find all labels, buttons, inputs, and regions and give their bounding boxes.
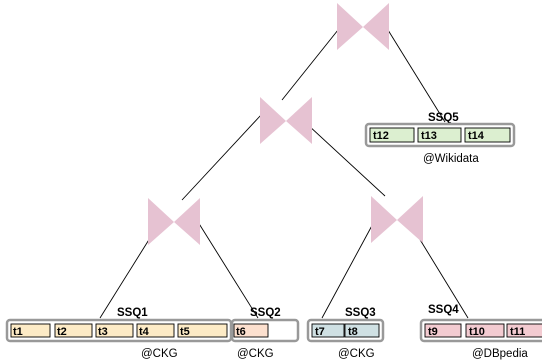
- bowtie-join-icon: [260, 97, 312, 144]
- tree-edges: [99, 29, 469, 319]
- triple-box: [465, 323, 505, 338]
- ssq2-label: SSQ2: [250, 307, 281, 319]
- edge-root-join2: [281, 29, 339, 101]
- triple-box: [417, 127, 462, 143]
- triple-label: t12: [373, 130, 389, 142]
- triple-box: [464, 127, 511, 143]
- edge-join2-join3: [181, 114, 262, 201]
- triple-box: [10, 323, 51, 338]
- triple-box: [424, 323, 462, 338]
- ssq5-group: t12 t13 t14: [364, 122, 516, 148]
- subquery-labels: SSQ1 SSQ2 SSQ3 SSQ4 SSQ5: [117, 112, 459, 319]
- triple-box: [136, 323, 175, 338]
- triple-label: t4: [139, 326, 150, 338]
- ssq1-source: @CKG: [141, 348, 178, 360]
- ssq2-source: @CKG: [237, 348, 274, 360]
- join-operators: [148, 3, 423, 245]
- triple-label: t2: [57, 326, 67, 338]
- triple-label: t13: [421, 130, 437, 142]
- triple-box: [506, 323, 542, 338]
- ssq3-source: @CKG: [338, 348, 375, 360]
- triple-box: [369, 127, 415, 143]
- triple-box: [177, 323, 228, 338]
- ssq4-group: t9 t10 t11: [419, 318, 542, 343]
- ssq3-label: SSQ3: [345, 307, 376, 319]
- triple-label: t8: [348, 326, 358, 338]
- triple-box: [311, 323, 345, 338]
- ssq2-group: t6: [230, 318, 300, 343]
- ssq1-label: SSQ1: [117, 307, 148, 319]
- triple-box: [54, 323, 93, 338]
- triple-label: t14: [468, 130, 485, 142]
- ssq4-source: @DBpedia: [472, 348, 528, 360]
- triple-label: t10: [469, 326, 485, 338]
- triple-box: [95, 323, 134, 338]
- triple-label: t7: [315, 326, 325, 338]
- triple-label: t3: [98, 326, 108, 338]
- triple-label: t5: [180, 326, 190, 338]
- bowtie-join-icon: [337, 3, 389, 50]
- triple-label: t11: [510, 326, 525, 338]
- triple-box: [233, 323, 269, 338]
- ssq1-group: t1 t2 t3 t4 t5: [5, 318, 233, 343]
- ssq5-source: @Wikidata: [423, 153, 479, 165]
- triple-label: t9: [428, 326, 438, 338]
- ssq4-label: SSQ4: [428, 304, 459, 316]
- triple-box: [344, 323, 380, 338]
- triple-label: t6: [236, 326, 246, 338]
- ssq5-label: SSQ5: [428, 112, 459, 124]
- triple-label: t1: [13, 326, 23, 338]
- edge-root-ssq5: [387, 29, 446, 123]
- bowtie-join-icon: [148, 198, 200, 245]
- edge-join3-ssq2: [197, 221, 259, 319]
- bowtie-join-icon: [371, 196, 423, 243]
- edge-join4-ssq3: [321, 219, 376, 319]
- ssq3-group: t7 t8: [306, 318, 385, 343]
- source-labels: @CKG @CKG @CKG @DBpedia @Wikidata: [141, 153, 528, 360]
